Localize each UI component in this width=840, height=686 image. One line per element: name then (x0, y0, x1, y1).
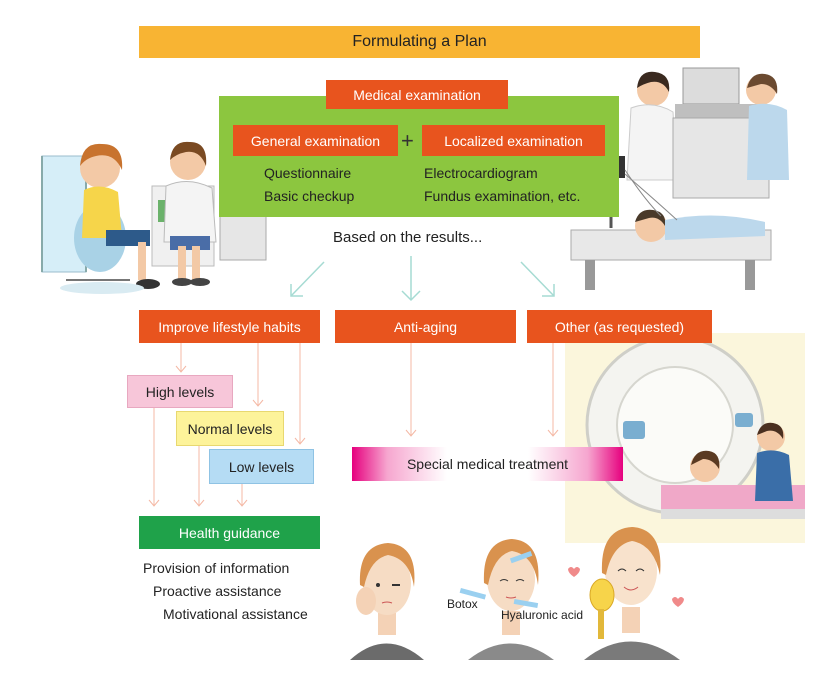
other-label: Other (as requested) (554, 318, 685, 335)
mri-illustration (565, 333, 805, 543)
plus-sign: + (401, 128, 414, 153)
localized-exam-box: Localized examination (422, 125, 605, 156)
general-item-basic-checkup: Basic checkup (264, 188, 355, 204)
low-levels-box: Low levels (209, 449, 314, 484)
lifestyle-label: Improve lifestyle habits (158, 318, 301, 335)
arrow-to-lifestyle (290, 261, 325, 297)
hyaluronic-label: Hyaluronic acid (501, 608, 584, 622)
health-guidance-box: Health guidance (139, 516, 320, 549)
guidance-item-information: Provision of information (143, 560, 290, 576)
other-box: Other (as requested) (527, 310, 712, 343)
guidance-item-proactive: Proactive assistance (153, 583, 282, 599)
happy-face (568, 527, 684, 660)
examination-illustration (570, 67, 789, 290)
high-levels-label: High levels (145, 383, 215, 400)
treatment-face (459, 539, 554, 660)
anti-aging-box: Anti-aging (335, 310, 516, 343)
special-treatment-box: Special medical treatment (352, 447, 623, 481)
botox-label: Botox (447, 597, 478, 611)
special-treatment-label: Special medical treatment (406, 456, 569, 472)
normal-levels-label: Normal levels (187, 420, 273, 437)
page-title: Formulating a Plan (352, 33, 487, 50)
medical-panel (219, 96, 619, 217)
general-item-questionnaire: Questionnaire (264, 165, 352, 181)
health-guidance-label: Health guidance (178, 524, 281, 541)
medical-exam-header: Medical examination (326, 80, 508, 109)
localized-item-fundus: Fundus examination, etc. (424, 188, 581, 204)
high-levels-box: High levels (127, 375, 233, 408)
anti-aging-label: Anti-aging (393, 318, 458, 335)
lifestyle-box: Improve lifestyle habits (139, 310, 320, 343)
worried-face (350, 543, 424, 660)
guidance-item-motivational: Motivational assistance (163, 606, 308, 622)
title-bar: Formulating a Plan (139, 26, 700, 58)
medical-exam-label: Medical examination (353, 86, 481, 103)
faces-illustration (350, 527, 684, 660)
normal-levels-box: Normal levels (176, 411, 284, 446)
localized-exam-label: Localized examination (444, 132, 583, 149)
localized-item-ecg: Electrocardiogram (424, 165, 538, 181)
consultation-illustration (41, 141, 267, 294)
arrow-to-other (520, 261, 555, 297)
general-exam-box: General examination (233, 125, 398, 156)
general-exam-label: General examination (250, 132, 381, 149)
low-levels-label: Low levels (228, 458, 295, 475)
based-on-results-text: Based on the results... (333, 229, 483, 246)
